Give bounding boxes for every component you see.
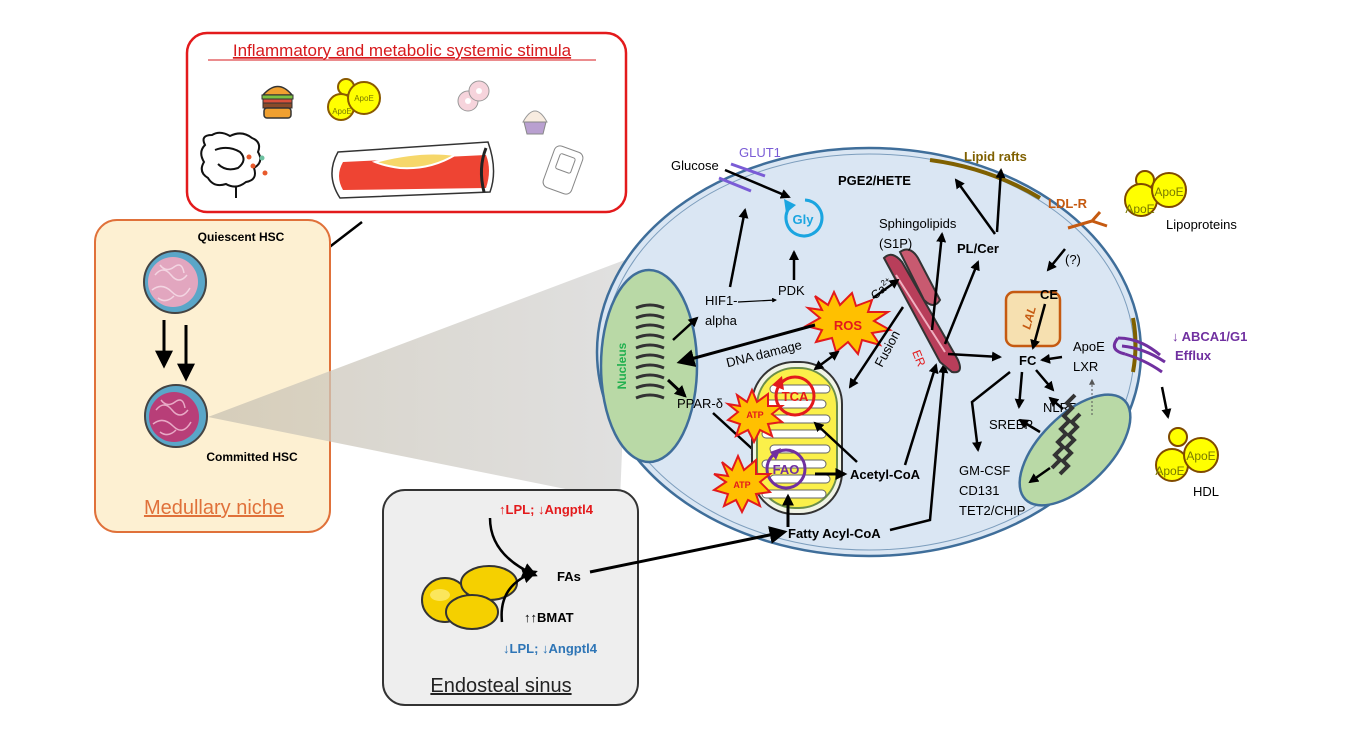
committed-hsc-cell (144, 384, 208, 448)
niche-frame (94, 219, 331, 533)
endoplasmic-reticulum-icon (882, 248, 961, 374)
hdl-icon: ApoE ApoE (1155, 427, 1219, 482)
niche-title: Medullary niche (144, 497, 284, 519)
ce-label: CE (1040, 287, 1058, 302)
ppar-delta-label: PPAR-δ (677, 396, 723, 411)
lxr-label: LXR (1073, 359, 1098, 374)
atp-burst-icon: ATP (711, 453, 773, 515)
lipid-rafts-label: Lipid rafts (964, 149, 1027, 164)
glycolysis-cycle-icon: Gly (784, 198, 824, 238)
fc-label: FC (1019, 353, 1037, 368)
tca-label: TCA (782, 389, 809, 404)
pdk-label: PDK (778, 283, 805, 298)
apoe-label: ApoE (354, 94, 374, 103)
lipoproteins-icon: ApoE ApoE (1124, 170, 1187, 217)
hif1-label-line2: alpha (705, 313, 738, 328)
fatty-acyl-coa-label: Fatty Acyl-CoA (788, 526, 881, 541)
efflux-arrow (1160, 386, 1172, 419)
pl-cer-label: PL/Cer (957, 241, 999, 256)
lpl-down-label: ↓LPL; ↓Angptl4 (503, 641, 598, 656)
glut1-label: GLUT1 (739, 145, 781, 160)
hdl-label: HDL (1193, 484, 1219, 499)
apoe-label: ApoE (1186, 449, 1215, 463)
tet2-chip-label: TET2/CHIP (959, 503, 1025, 518)
tca-cycle-icon: TCA (772, 375, 816, 417)
secondary-nucleus (1018, 393, 1132, 507)
abca1-g1-label: ↓ ABCA1/G1 (1172, 329, 1247, 344)
intestine-icon (200, 131, 268, 198)
atp-label: ATP (746, 410, 763, 420)
acetyl-coa-label: Acetyl-CoA (850, 467, 921, 482)
hif1-label-line1: HIF1- (705, 293, 738, 308)
gly-label: Gly (793, 212, 815, 227)
nucleus: Nucleus (599, 268, 699, 464)
apoe-label: ApoE (332, 107, 352, 116)
abca1-transporter-icon (1112, 336, 1166, 374)
apoe-inner-label: ApoE (1073, 339, 1105, 354)
bmat-arrow (500, 568, 538, 623)
fas-to-fatty-acyl-arrow (589, 526, 788, 574)
zoom-cone (208, 258, 630, 500)
bmat-label: ↑↑BMAT (524, 610, 574, 625)
dna-helix-icon (635, 303, 665, 400)
apoe-label: ApoE (1155, 464, 1184, 478)
apoe-label: ApoE (1125, 202, 1154, 216)
burger-icon (261, 85, 294, 119)
glut1-transporter-icon (718, 162, 766, 193)
cd131-label: CD131 (959, 483, 999, 498)
dna-helix-icon (1050, 393, 1082, 476)
lal-label: LAL (1019, 305, 1039, 331)
lpl-up-label: ↑LPL; ↓Angptl4 (499, 502, 594, 517)
dna-damage-arrow (676, 323, 816, 367)
pge2-hete-label: PGE2/HETE (838, 173, 911, 188)
stimuli-panel-frame (185, 31, 628, 214)
sinus-frame (382, 489, 639, 706)
quiescent-hsc-cell (143, 250, 207, 314)
ros-label: ROS (834, 318, 863, 333)
s1p-label: (S1P) (879, 236, 912, 251)
fas-label: FAs (557, 569, 581, 584)
glucometer-icon (542, 145, 584, 195)
efflux-label: Efflux (1175, 348, 1212, 363)
adipocytes-icon (421, 565, 518, 630)
committed-hsc-label: Committed HSC (206, 450, 298, 464)
atp-burst-icon: ATP (724, 387, 785, 445)
fao-label: FAO (773, 462, 800, 477)
gm-csf-label: GM-CSF (959, 463, 1010, 478)
nucleus-label: Nucleus (615, 342, 629, 389)
unknown-mechanism-label: (?) (1065, 252, 1081, 267)
stimuli-title: Inflammatory and metabolic systemic stim… (233, 41, 572, 60)
donut-icon (457, 80, 490, 112)
er-label: ER (909, 348, 928, 369)
endosteal-sinus-panel: ↑LPL; ↓Angptl4 FAs ↑↑BMAT ↓LPL; ↓Angptl4… (382, 489, 639, 706)
abca-raft-segment (1131, 317, 1138, 373)
stimuli-panel: Inflammatory and metabolic systemic stim… (185, 31, 628, 214)
artery-plaque-icon (331, 141, 495, 199)
cell-membrane (595, 146, 1143, 558)
lipoproteins-label: Lipoproteins (1166, 217, 1237, 232)
ldlr-label: LDL-R (1048, 196, 1088, 211)
lipid-raft-segment (929, 158, 1042, 200)
sphingolipids-label: Sphingolipids (879, 216, 957, 231)
sinus-title: Endosteal sinus (430, 675, 571, 697)
quiescent-hsc-label: Quiescent HSC (198, 230, 285, 244)
fao-cycle-icon: FAO (765, 448, 807, 490)
lipoprotein-icon: ApoE ApoE (327, 78, 381, 121)
hsc-cell: Nucleus Glucose GLUT1 Gly HIF1- alpha PD… (589, 145, 1166, 574)
glucose-label: Glucose (671, 158, 719, 173)
atp-label: ATP (733, 480, 750, 490)
ldl-receptor-icon (1067, 211, 1108, 230)
medullary-niche-panel: Quiescent HSC Committed HSC Medullary ni… (94, 219, 331, 533)
apoe-label: ApoE (1154, 185, 1183, 199)
cupcake-icon (522, 110, 548, 135)
